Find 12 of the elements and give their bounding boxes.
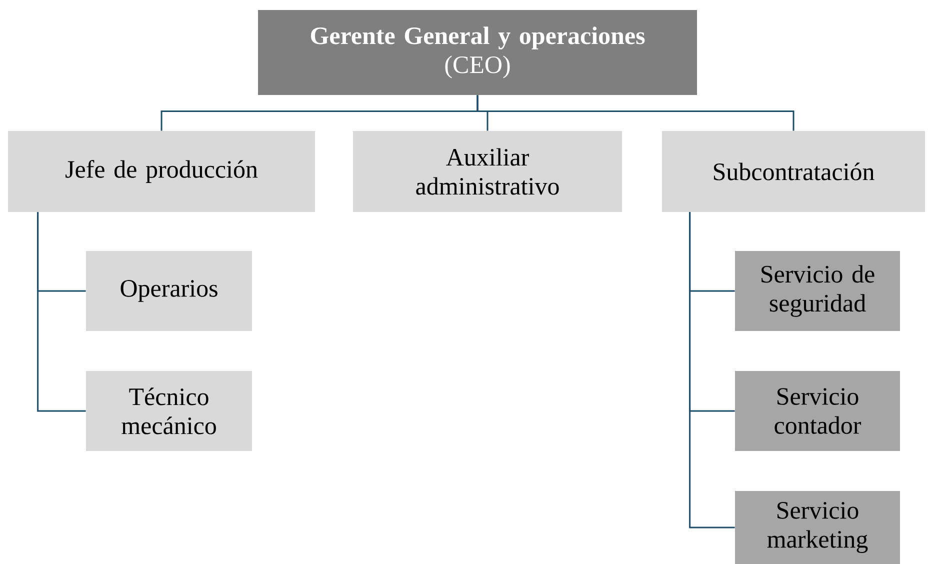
service-box: Servicio contador — [735, 370, 900, 451]
role-box: Auxiliar administrativo — [353, 131, 622, 212]
role-box: Técnico mecánico — [86, 370, 252, 451]
service-box: Servicio marketing — [735, 490, 900, 564]
role-box: Operarios — [86, 250, 252, 331]
connector-line — [689, 212, 735, 528]
connector-line — [37, 212, 86, 412]
role-box: Jefe de producción — [8, 131, 315, 212]
role-box: Subcontratación — [662, 131, 925, 212]
title-box: Gerente General y operaciones (CEO) — [258, 10, 697, 95]
service-box: Servicio de seguridad — [735, 250, 900, 331]
connector-line — [476, 95, 794, 131]
